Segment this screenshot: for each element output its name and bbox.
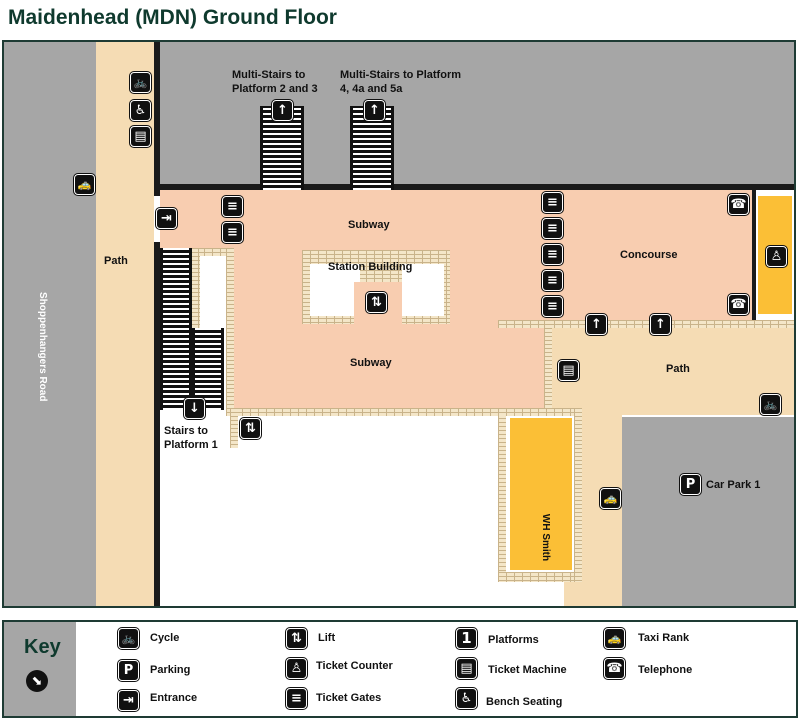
- road-label: Shoppenhangers Road: [37, 292, 48, 402]
- entrance-icon: ⇥: [117, 689, 140, 712]
- bench-icon: ♿: [455, 687, 478, 710]
- telephone-icon: ☎: [727, 293, 750, 316]
- ticket-gates-icon: ≡: [541, 217, 564, 240]
- taxi-icon: 🚕: [73, 173, 96, 196]
- key-label-bench-seating: Bench Seating: [486, 696, 563, 708]
- map-key: Key ⬊ 🚲 Cycle P Parking ⇥ Entrance ⇅ Lif…: [2, 620, 798, 718]
- road: [4, 42, 96, 606]
- subway-bottom-label: Subway: [350, 357, 392, 369]
- ticket-gates-icon: ≡: [221, 195, 244, 218]
- path-left-label: Path: [104, 255, 128, 267]
- key-label-platforms: Platforms: [488, 634, 539, 646]
- key-label-entrance: Entrance: [150, 692, 198, 704]
- concourse-label: Concourse: [620, 249, 678, 261]
- key-label-ticket-counter: Ticket Counter: [316, 660, 393, 672]
- up-arrow-icon: ↑: [271, 99, 294, 122]
- ticket-machine-icon: ▤: [557, 359, 580, 382]
- stairs-platform-1-b[interactable]: [192, 328, 224, 410]
- lift-icon[interactable]: ⇅: [239, 417, 262, 440]
- key-title: Key: [24, 636, 61, 658]
- platforms-icon: 1: [455, 627, 478, 650]
- key-label-cycle: Cycle: [150, 632, 180, 644]
- path-right-label: Path: [666, 363, 690, 375]
- down-arrow-icon: ↓: [183, 397, 206, 420]
- compass-icon: ⬊: [26, 670, 48, 692]
- ticket-gates-icon: ≡: [541, 243, 564, 266]
- cycle-icon: 🚲: [129, 71, 152, 94]
- key-label-parking: Parking: [150, 664, 191, 676]
- ticket-gates-icon: ≡: [541, 191, 564, 214]
- lift-icon: ⇅: [285, 627, 308, 650]
- path-right: [552, 325, 794, 415]
- station-building-label: Station Building: [328, 261, 413, 273]
- entrance-icon[interactable]: ⇥: [155, 207, 178, 230]
- taxi-icon: 🚕: [603, 627, 626, 650]
- key-header: [4, 622, 76, 716]
- platform-area: [154, 42, 794, 187]
- ticket-counter-icon: ♙: [765, 245, 788, 268]
- up-arrow-icon: ↑: [363, 99, 386, 122]
- cycle-icon: 🚲: [759, 393, 782, 416]
- key-label-lift: Lift: [318, 632, 336, 644]
- concourse-area: [552, 190, 752, 320]
- ticket-machine-icon: ▤: [455, 657, 478, 680]
- parking-icon: P: [679, 473, 702, 496]
- ticket-machine-icon: ▤: [129, 125, 152, 148]
- ticket-counter-icon: ♙: [285, 657, 308, 680]
- stairs-platform1-label: Stairs to Platform 1: [164, 425, 218, 451]
- cycle-icon: 🚲: [117, 627, 140, 650]
- lift-icon[interactable]: ⇅: [365, 291, 388, 314]
- subway-top-label: Subway: [348, 219, 390, 231]
- key-label-telephone: Telephone: [638, 664, 693, 676]
- telephone-icon: ☎: [727, 193, 750, 216]
- telephone-icon: ☎: [603, 657, 626, 680]
- up-arrow-icon: ↑: [585, 313, 608, 336]
- wh-smith-shop: [508, 416, 574, 572]
- ticket-gates-icon: ≡: [285, 687, 308, 710]
- wh-smith-label: WH Smith: [540, 513, 552, 561]
- key-label-ticket-gates: Ticket Gates: [316, 692, 382, 704]
- ticket-gates-icon: ≡: [221, 221, 244, 244]
- car-park-label: Car Park 1: [706, 479, 761, 491]
- ticket-gates-icon: ≡: [541, 269, 564, 292]
- key-label-taxi-rank: Taxi Rank: [638, 632, 690, 644]
- multi-stairs-23-label: Multi-Stairs to Platform 2 and 3: [232, 69, 318, 95]
- car-park: [622, 417, 794, 606]
- floor-plan: Shoppenhangers Road WH Smith Mul: [2, 40, 796, 608]
- bench-icon: ♿: [129, 99, 152, 122]
- taxi-icon: 🚕: [599, 487, 622, 510]
- map-title: Maidenhead (MDN) Ground Floor: [8, 6, 337, 29]
- stairs-platform-1-a[interactable]: [160, 248, 192, 410]
- up-arrow-icon: ↑: [649, 313, 672, 336]
- multi-stairs-45-label: Multi-Stairs to Platform 4, 4a and 5a: [340, 69, 462, 95]
- ticket-gates-icon: ≡: [541, 295, 564, 318]
- key-label-ticket-machine: Ticket Machine: [488, 664, 567, 676]
- parking-icon: P: [117, 659, 140, 682]
